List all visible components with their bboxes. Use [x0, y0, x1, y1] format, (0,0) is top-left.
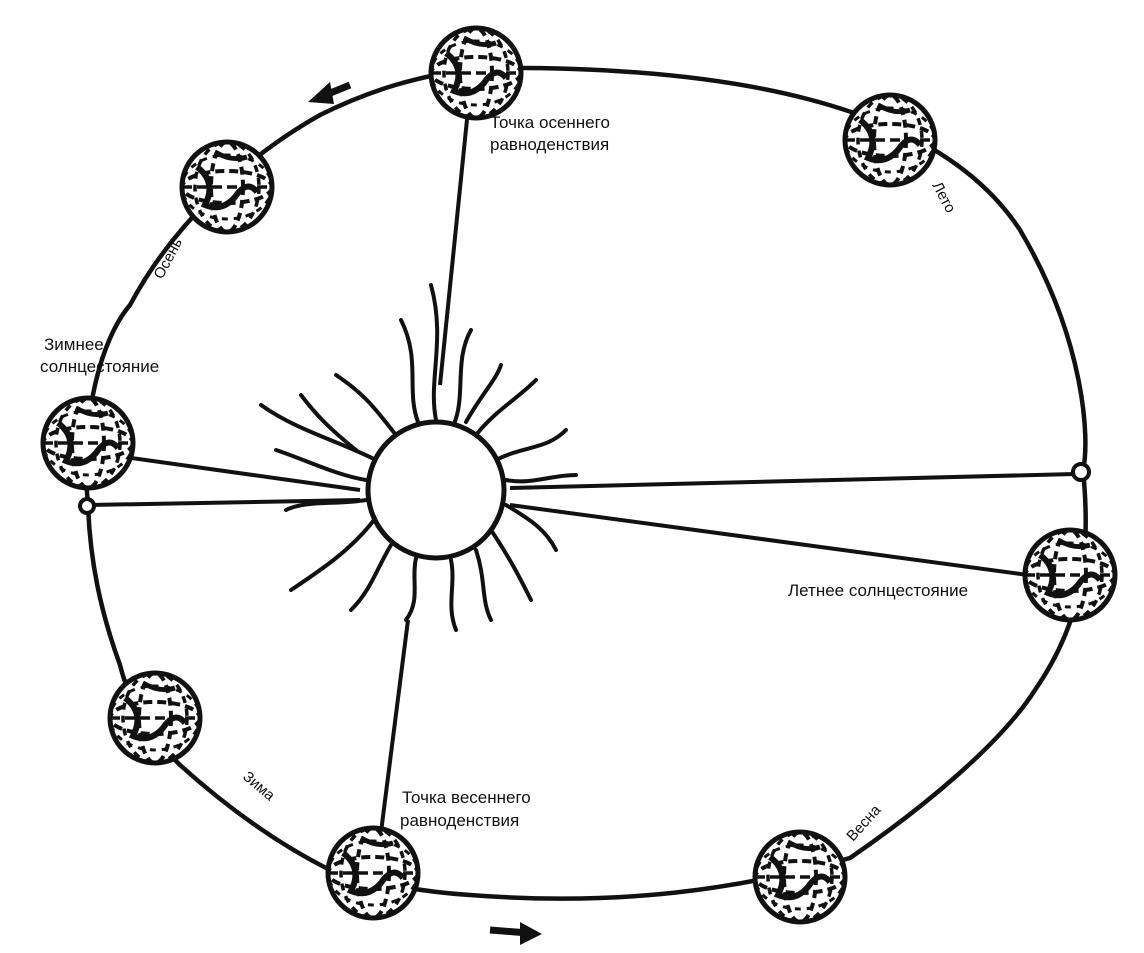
orbit-point-marker-right: [1071, 462, 1091, 482]
arrow-icon: [489, 922, 542, 945]
line-to-winter-solstice: [109, 453, 361, 492]
summer-solstice-label: Летнее солнцестояние: [788, 581, 968, 600]
line-to-winter-perihelion: [89, 498, 361, 507]
spring-equinox-label-line2: равноденствия: [400, 811, 519, 830]
earth-globe-icon: [110, 673, 200, 763]
autumn-equinox-label-line1: Точка осеннего: [490, 113, 610, 132]
winter-solstice-label-line2: солнцестояние: [40, 357, 159, 376]
season-label-autumn: Осень: [151, 235, 187, 282]
autumn-equinox-label-line2: равноденствия: [490, 135, 609, 154]
orbit-path: [84, 65, 1089, 901]
arrow-icon: [308, 81, 352, 104]
line-to-summer-solstice: [509, 503, 1051, 580]
season-label-summer: Лето: [928, 179, 958, 216]
line-to-autumn-equinox: [438, 89, 472, 386]
line-to-summer-aphelion: [509, 472, 1076, 490]
earth-globe-icon: [845, 95, 935, 185]
spring-equinox-label-line1: Точка весеннего: [402, 788, 531, 807]
earth-globe-icon: [43, 398, 133, 488]
winter-solstice-label-line1: Зимнее: [44, 335, 104, 354]
earth-globe-icon: [1025, 530, 1115, 620]
earth-globe-icon: [182, 142, 272, 232]
earth-globe-icon: [431, 28, 521, 118]
orbit-point-marker-left: [78, 497, 96, 515]
earth-globe-icon: [328, 828, 418, 918]
season-label-winter: Зима: [239, 768, 278, 805]
sun-icon: [259, 283, 578, 632]
line-to-spring-equinox: [378, 619, 410, 841]
earth-globe-icon: [755, 832, 845, 922]
